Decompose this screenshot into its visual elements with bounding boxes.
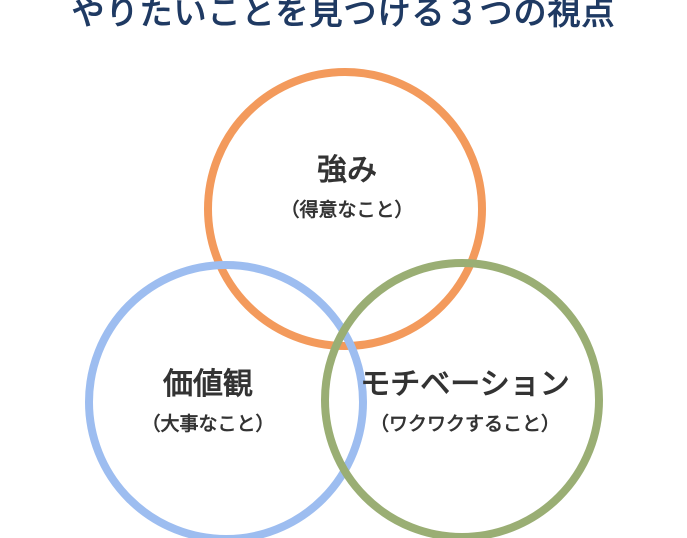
motivation-label-group: モチベーション （ワクワクすること） [360, 366, 570, 438]
values-label: 価値観 [163, 367, 253, 402]
page-title: やりたいことを見つける３つの視点 [71, 0, 616, 32]
strength-sublabel: （得意なこと） [280, 199, 414, 221]
motivation-label: モチベーション [360, 367, 570, 402]
motivation-circle [321, 259, 603, 538]
strength-label: 強み [317, 153, 377, 188]
values-label-group: 価値観 （大事なこと） [108, 366, 308, 438]
values-sublabel: （大事なこと） [141, 413, 275, 435]
strength-label-group: 強み （得意なこと） [247, 152, 447, 224]
motivation-sublabel: （ワクワクすること） [369, 413, 560, 435]
values-circle [85, 261, 367, 538]
strength-circle [204, 68, 486, 350]
